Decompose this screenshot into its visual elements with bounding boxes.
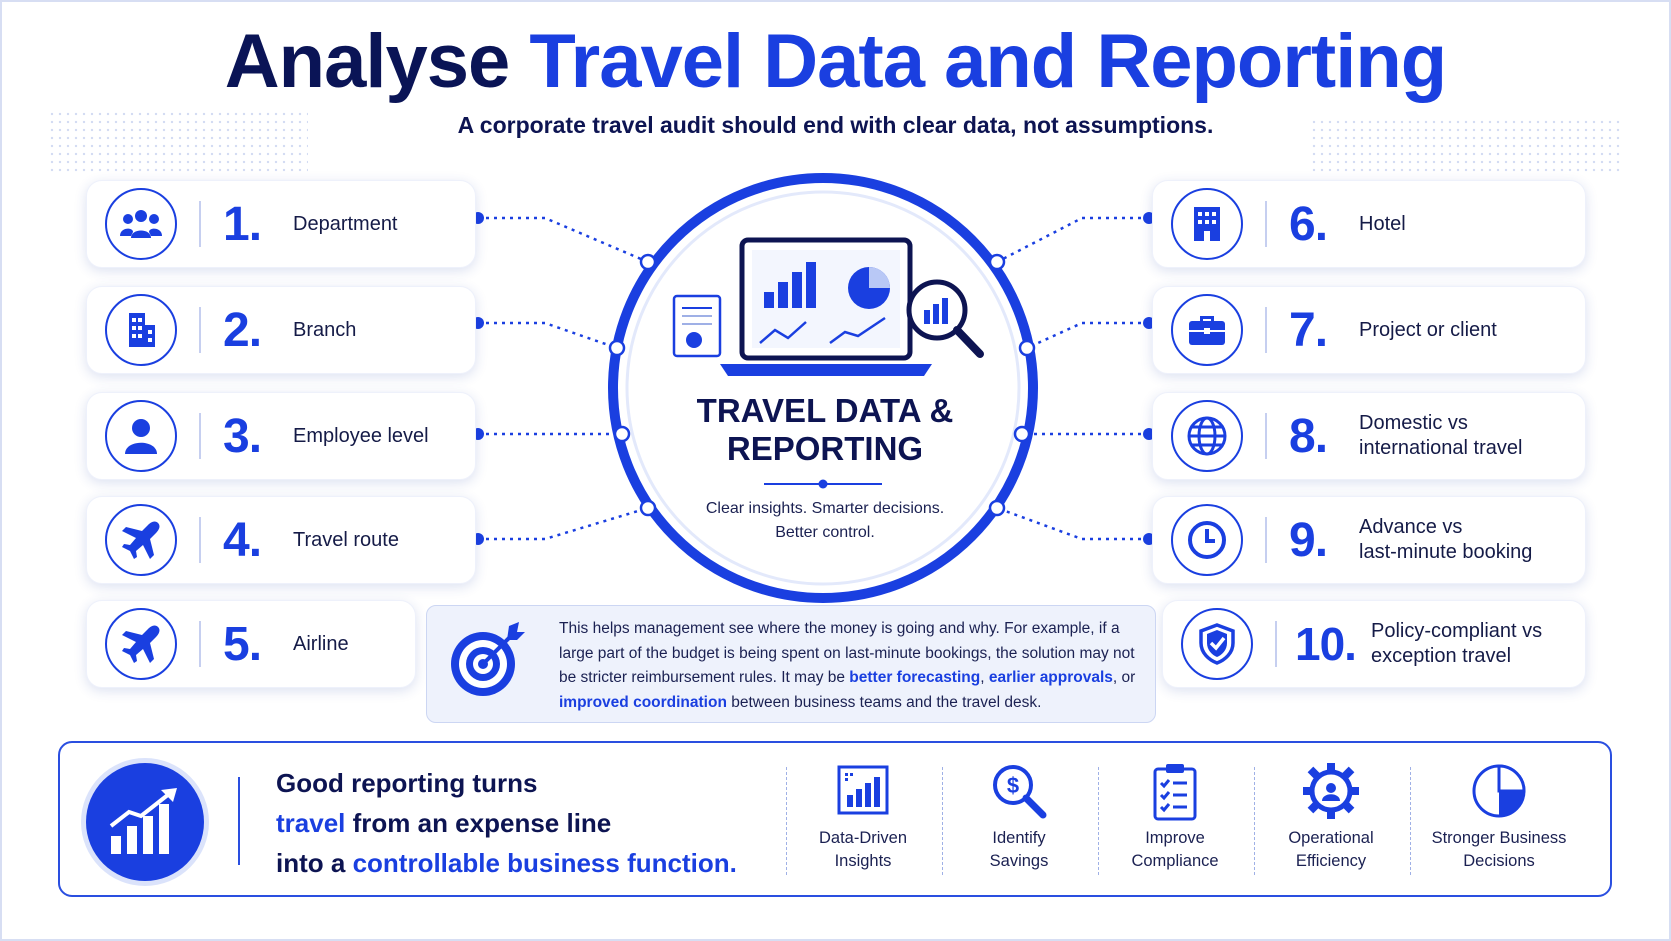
item-label: Advance vs last-minute booking (1359, 515, 1532, 565)
item-number: 3. (223, 409, 262, 463)
person-icon (105, 400, 177, 472)
item-number: 9. (1289, 513, 1328, 567)
hotel-icon (1171, 188, 1243, 260)
item-number: 1. (223, 197, 262, 251)
note-text: This helps management see where the mone… (559, 620, 1136, 711)
list-item-airline: 5. Airline (86, 600, 416, 688)
list-item-branch: 2. Branch (86, 286, 476, 374)
item-label-line2: last-minute booking (1359, 541, 1533, 563)
item-label: Branch (293, 318, 357, 341)
item-number: 5. (223, 617, 262, 671)
item-label-line1: Domestic vs (1359, 412, 1468, 434)
item-number: 10. (1295, 618, 1357, 670)
card-divider (1265, 307, 1267, 353)
highlight-approvals: earlier approvals (988, 669, 1113, 686)
item-label-line2: international travel (1359, 437, 1523, 459)
benefit-divider (1254, 767, 1255, 875)
people-icon (105, 188, 177, 260)
item-label: Domestic vs international travel (1359, 411, 1522, 461)
item-label-line1: Policy-compliant vs (1371, 620, 1543, 642)
benefit-divider (1410, 767, 1411, 875)
item-number: 8. (1289, 409, 1328, 463)
page-subtitle: A corporate travel audit should end with… (457, 112, 1214, 138)
summary-line1: Good reporting turns (276, 768, 538, 798)
explanation-note: This helps management see where the mone… (426, 605, 1156, 723)
card-divider (199, 621, 201, 667)
item-label: Project or client (1359, 318, 1497, 341)
summary-line3: into a controllable business function. (276, 848, 737, 878)
card-divider (199, 413, 201, 459)
building-icon (105, 294, 177, 366)
briefcase-icon (1171, 294, 1243, 366)
svg-text:$: $ (1007, 773, 1019, 798)
shield-check-icon (1181, 608, 1253, 680)
title-part2: Travel Data and Reporting (529, 19, 1447, 104)
clipboard-icon (1153, 764, 1197, 821)
item-label: Policy-compliant vs exception travel (1371, 619, 1542, 669)
center-title-line2: REPORTING (726, 430, 924, 467)
center-tagline-line1: Clear insights. Smarter decisions. (705, 500, 945, 517)
center-title-line1: TRAVEL DATA & (696, 392, 954, 429)
item-label: Hotel (1359, 212, 1406, 235)
summary-line2: travel from an expense line (276, 808, 612, 838)
item-number: 7. (1289, 303, 1328, 357)
highlight-coordination: improved coordination (559, 693, 727, 711)
airplane-icon (105, 608, 177, 680)
globe-icon (1171, 400, 1243, 472)
card-divider (1265, 201, 1267, 247)
item-number: 6. (1289, 197, 1328, 251)
list-item-project-client: 7. Project or client (1152, 286, 1586, 374)
summary-panel: Good reporting turns travel from an expe… (58, 741, 1612, 897)
gear-icon (1303, 763, 1359, 819)
item-label-line1: Advance vs (1359, 516, 1463, 538)
list-item-advance-last-minute: 9. Advance vs last-minute booking (1152, 496, 1586, 584)
title-part1: Analyse (224, 19, 510, 104)
page-title: Analyse Travel Data and Reporting (0, 18, 1671, 105)
target-icon (451, 622, 525, 696)
dollar-search-icon: $ (993, 765, 1047, 819)
clock-icon (1171, 504, 1243, 576)
benefit-divider (942, 767, 943, 875)
dot-map-right (1310, 118, 1620, 176)
panel-divider (238, 777, 240, 865)
list-item-policy-compliant: 10. Policy-compliant vs exception travel (1162, 600, 1586, 688)
benefit-divider (1098, 767, 1099, 875)
dot-map-left (48, 110, 308, 174)
airplane-icon (105, 504, 177, 576)
item-label: Travel route (293, 528, 399, 551)
item-number: 2. (223, 303, 262, 357)
list-item-employee-level: 3. Employee level (86, 392, 476, 480)
growth-chart-icon (86, 763, 204, 881)
list-item-department: 1. Department (86, 180, 476, 268)
center-tagline-line2: Better control. (775, 524, 875, 541)
item-number: 4. (223, 513, 262, 567)
item-label: Employee level (293, 424, 429, 447)
summary-statement: Good reporting turns travel from an expe… (276, 763, 796, 883)
card-divider (199, 201, 201, 247)
card-divider (1265, 517, 1267, 563)
pie-chart-icon (1472, 764, 1526, 818)
center-tagline: Clear insights. Smarter decisions. Bette… (660, 497, 990, 545)
card-divider (199, 307, 201, 353)
card-divider (1275, 621, 1277, 667)
highlight-forecasting: better forecasting (849, 669, 981, 686)
benefit-divider (786, 767, 787, 875)
item-label-line2: exception travel (1371, 645, 1512, 667)
bar-chart-icon (837, 765, 889, 815)
list-item-domestic-international: 8. Domestic vs international travel (1152, 392, 1586, 480)
item-label: Airline (293, 632, 349, 655)
card-divider (199, 517, 201, 563)
item-label: Department (293, 212, 398, 235)
card-divider (1265, 413, 1267, 459)
list-item-travel-route: 4. Travel route (86, 496, 476, 584)
center-title: TRAVEL DATA & REPORTING (660, 392, 990, 468)
list-item-hotel: 6. Hotel (1152, 180, 1586, 268)
